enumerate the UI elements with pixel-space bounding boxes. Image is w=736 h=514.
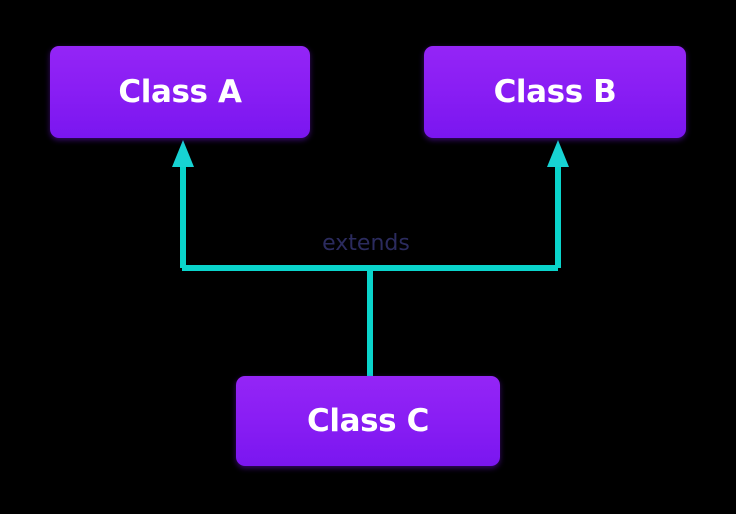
edge-label-extends: extends: [322, 231, 410, 256]
arrowhead-class-a: [172, 140, 194, 167]
class-node-class-c[interactable]: Class C: [236, 376, 500, 466]
class-node-class-b[interactable]: Class B: [424, 46, 686, 138]
class-node-label: Class B: [493, 73, 617, 110]
class-node-class-a[interactable]: Class A: [50, 46, 310, 138]
arrowhead-class-b: [547, 140, 569, 167]
class-node-label: Class A: [118, 73, 242, 110]
class-node-label: Class C: [307, 402, 429, 439]
